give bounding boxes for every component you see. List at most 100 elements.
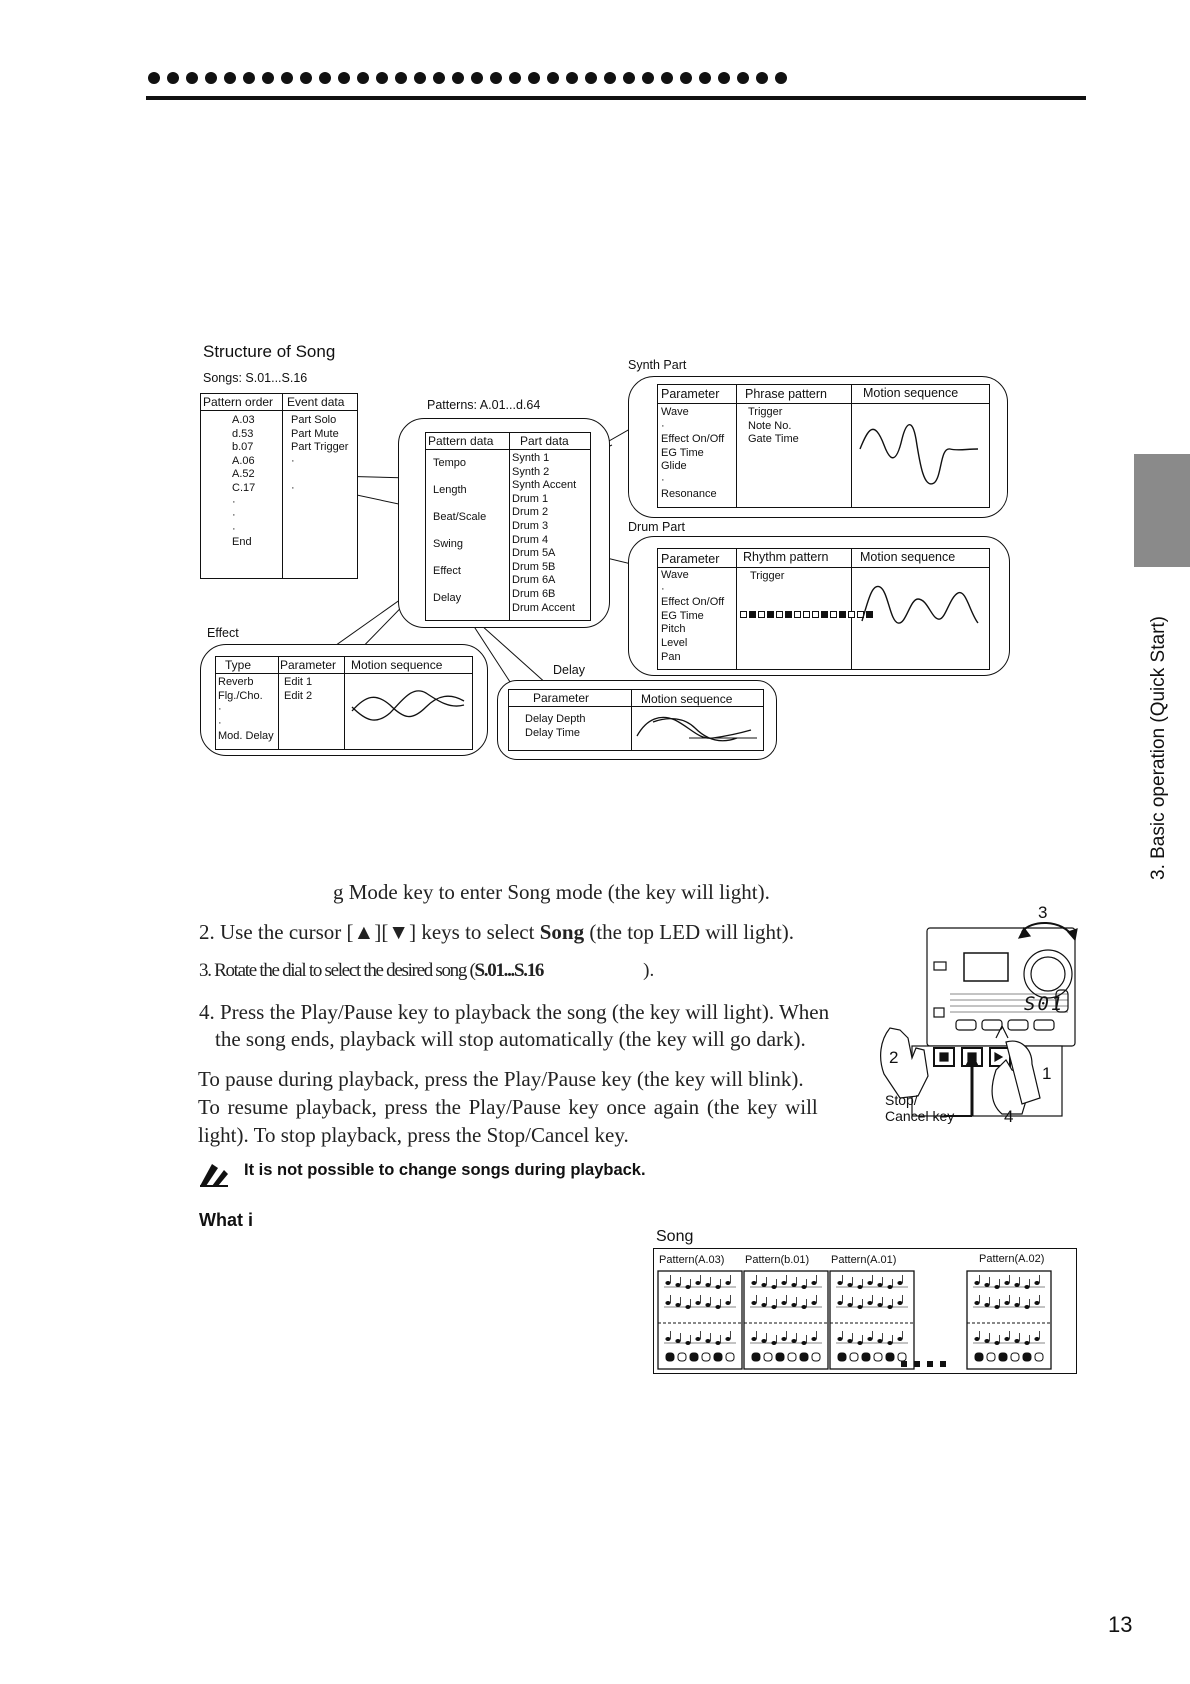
drum-icon — [689, 1352, 699, 1362]
note-head — [877, 1303, 883, 1307]
note-head — [761, 1283, 767, 1287]
pattern-order-item: · — [232, 495, 236, 508]
note-head — [1004, 1337, 1010, 1341]
note-head — [837, 1337, 843, 1341]
drum-icon — [861, 1352, 871, 1362]
pattern-order-item: A.52 — [232, 468, 255, 481]
drum-rhythm-item: Trigger — [750, 570, 785, 582]
song-table: Pattern order Event data A.03 d.53 b.07 … — [200, 393, 358, 579]
effect-type-item: Flg./Cho. — [218, 689, 263, 702]
header-dot — [186, 72, 198, 84]
pattern-order-item: · — [232, 522, 236, 535]
pause-paragraph-line-1: To pause during playback, press the Play… — [198, 1067, 804, 1091]
rhythm-step — [776, 611, 783, 618]
header-dot — [642, 72, 654, 84]
pattern-table: Pattern data Part data Tempo Length Beat… — [425, 432, 591, 621]
synth-header-phrase-pattern: Phrase pattern — [745, 387, 827, 401]
drum-icon — [849, 1352, 859, 1362]
drum-part-table: Parameter Rhythm pattern Motion sequence… — [657, 548, 990, 670]
drum-icon — [1010, 1352, 1020, 1362]
note-head — [675, 1303, 681, 1307]
pattern-order-item: d.53 — [232, 427, 254, 440]
rhythm-step — [749, 611, 756, 618]
delay-header-parameter: Parameter — [533, 691, 590, 705]
note-head — [781, 1281, 787, 1285]
delay-motion-curves — [636, 716, 757, 742]
effect-param-item: Edit 2 — [284, 689, 313, 702]
note-head — [725, 1281, 731, 1285]
effect-motion-curves — [351, 690, 465, 721]
header-dot — [357, 72, 369, 84]
drum-icon — [751, 1352, 761, 1362]
header-dot — [319, 72, 331, 84]
drum-icon — [885, 1352, 895, 1362]
pattern-order-item: b.07 — [232, 441, 254, 454]
header-dot — [471, 72, 483, 84]
drum-header-parameter: Parameter — [661, 552, 720, 566]
rhythm-step — [794, 611, 801, 618]
note-head — [847, 1303, 853, 1307]
header-dot — [737, 72, 749, 84]
rhythm-step — [866, 611, 873, 618]
drum-icon — [998, 1352, 1008, 1362]
drum-icon — [1022, 1352, 1032, 1362]
note-head — [974, 1281, 980, 1285]
part-data-item: Drum 5B — [512, 560, 556, 573]
part-data-item: Synth 2 — [512, 465, 550, 478]
effect-type-item: Reverb — [218, 676, 254, 688]
note-head — [1014, 1303, 1020, 1307]
note-head — [665, 1301, 671, 1305]
note-head — [811, 1281, 817, 1285]
drum-icon — [713, 1352, 723, 1362]
drum-icon — [974, 1352, 984, 1362]
drum-icon — [775, 1352, 785, 1362]
note-head — [791, 1303, 797, 1307]
effect-header-motion-sequence: Motion sequence — [351, 658, 443, 672]
callout-3: 3 — [1038, 903, 1048, 922]
step-3: 3. Rotate the dial to select the desired… — [199, 960, 655, 981]
synth-phrase-item: Gate Time — [748, 433, 799, 446]
patterns-label: Patterns: A.01...d.64 — [427, 398, 541, 412]
header-dot — [756, 72, 768, 84]
rhythm-step — [830, 611, 837, 618]
header-dot — [167, 72, 179, 84]
delay-label: Delay — [553, 663, 585, 677]
effect-param-item: Edit 1 — [284, 676, 313, 688]
note-head — [751, 1301, 757, 1305]
note-head — [897, 1301, 903, 1305]
pattern-order-item: · — [232, 509, 236, 522]
what-heading: What i — [199, 1210, 253, 1230]
synth-phrase-item: Trigger — [748, 406, 783, 418]
stop-cancel-label: Stop/ Cancel key — [885, 1092, 955, 1124]
pattern-data-item: Effect — [433, 565, 461, 577]
note-head — [1014, 1339, 1020, 1343]
note-head — [847, 1283, 853, 1287]
drum-motion-curve — [861, 585, 979, 624]
header-dot — [718, 72, 730, 84]
pattern-data-item: Tempo — [433, 457, 467, 469]
synth-part-label: Synth Part — [628, 358, 687, 372]
header-dot — [680, 72, 692, 84]
drum-param-item: Effect On/Off — [661, 596, 725, 609]
header-dot — [509, 72, 521, 84]
ellipsis-dot — [927, 1361, 933, 1367]
rhythm-step — [767, 611, 774, 618]
pattern-block — [743, 1270, 829, 1370]
note-head — [867, 1281, 873, 1285]
note-head — [791, 1283, 797, 1287]
diagram-title: Structure of Song — [203, 342, 336, 361]
song-table-header-event-data: Event data — [287, 395, 345, 409]
drum-part-label: Drum Part — [628, 520, 685, 534]
note-head — [695, 1281, 701, 1285]
header-dot — [376, 72, 388, 84]
effect-header-parameter: Parameter — [280, 658, 337, 672]
note-head — [751, 1281, 757, 1285]
header-dot — [281, 72, 293, 84]
event-data-item: · — [291, 482, 295, 494]
note-head — [1004, 1281, 1010, 1285]
note-head — [984, 1303, 990, 1307]
rhythm-step — [821, 611, 828, 618]
rhythm-step — [740, 611, 747, 618]
note-head — [761, 1303, 767, 1307]
note-head — [761, 1339, 767, 1343]
